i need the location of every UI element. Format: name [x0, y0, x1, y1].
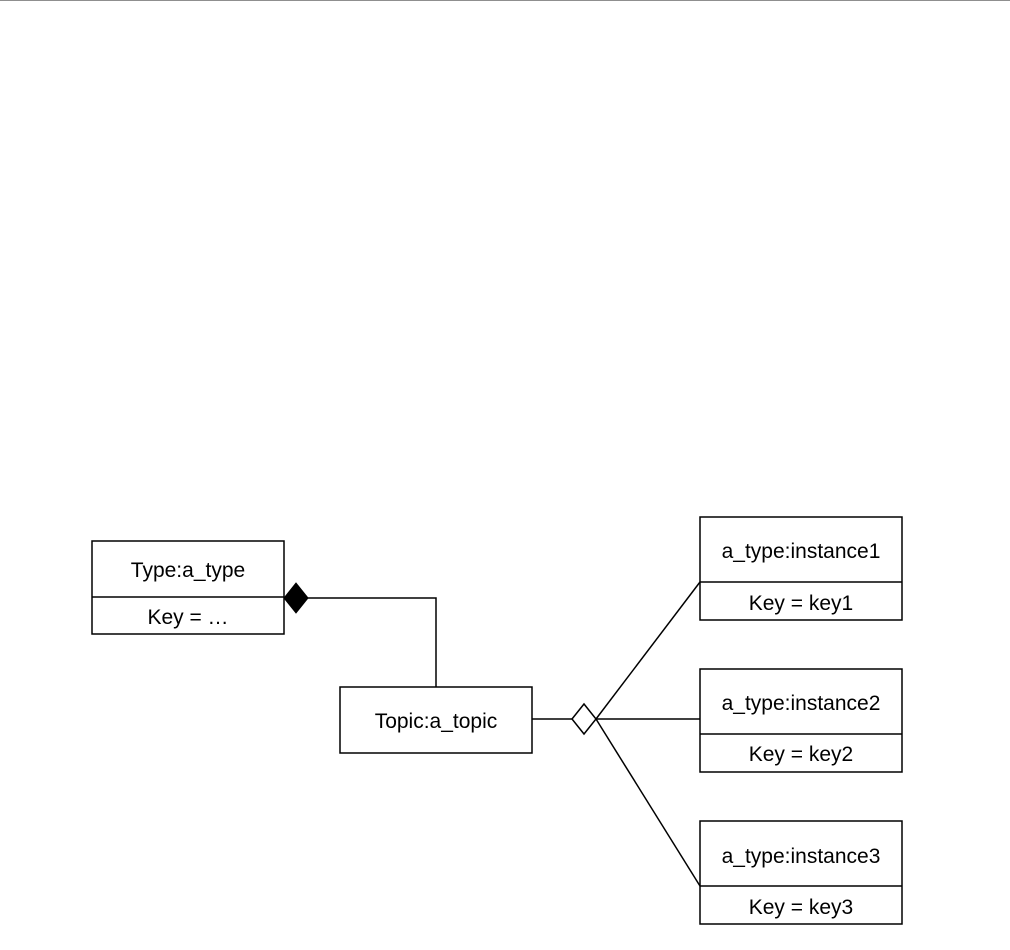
composition-diamond [283, 582, 309, 614]
topic-name: Topic:a_topic [375, 710, 498, 733]
aggregation-line-instance3 [595, 718, 701, 887]
top-divider [0, 0, 1010, 1]
aggregation-connector [532, 581, 701, 887]
instance-name: a_type:instance2 [722, 692, 881, 715]
type-class-name: Type:a_type [131, 559, 245, 582]
instance-box-1[interactable]: a_type:instance1 Key = key1 [699, 516, 903, 621]
instance-name: a_type:instance3 [722, 845, 881, 868]
instance-attribute: Key = key1 [749, 592, 853, 615]
composition-line [308, 597, 437, 687]
instance-name: a_type:instance1 [722, 540, 881, 563]
topic-box[interactable]: Topic:a_topic [339, 686, 533, 754]
instance-attribute: Key = key2 [749, 743, 853, 766]
instance-box-2[interactable]: a_type:instance2 Key = key2 [699, 668, 903, 773]
aggregation-line-instance1 [595, 581, 701, 720]
instance-attribute: Key = key3 [749, 896, 853, 919]
instance-box-3[interactable]: a_type:instance3 Key = key3 [699, 820, 903, 925]
type-class-box[interactable]: Type:a_type Key = … [91, 540, 285, 635]
type-class-attribute: Key = … [147, 606, 228, 629]
aggregation-diamond [571, 702, 597, 736]
composition-connector [283, 582, 437, 687]
